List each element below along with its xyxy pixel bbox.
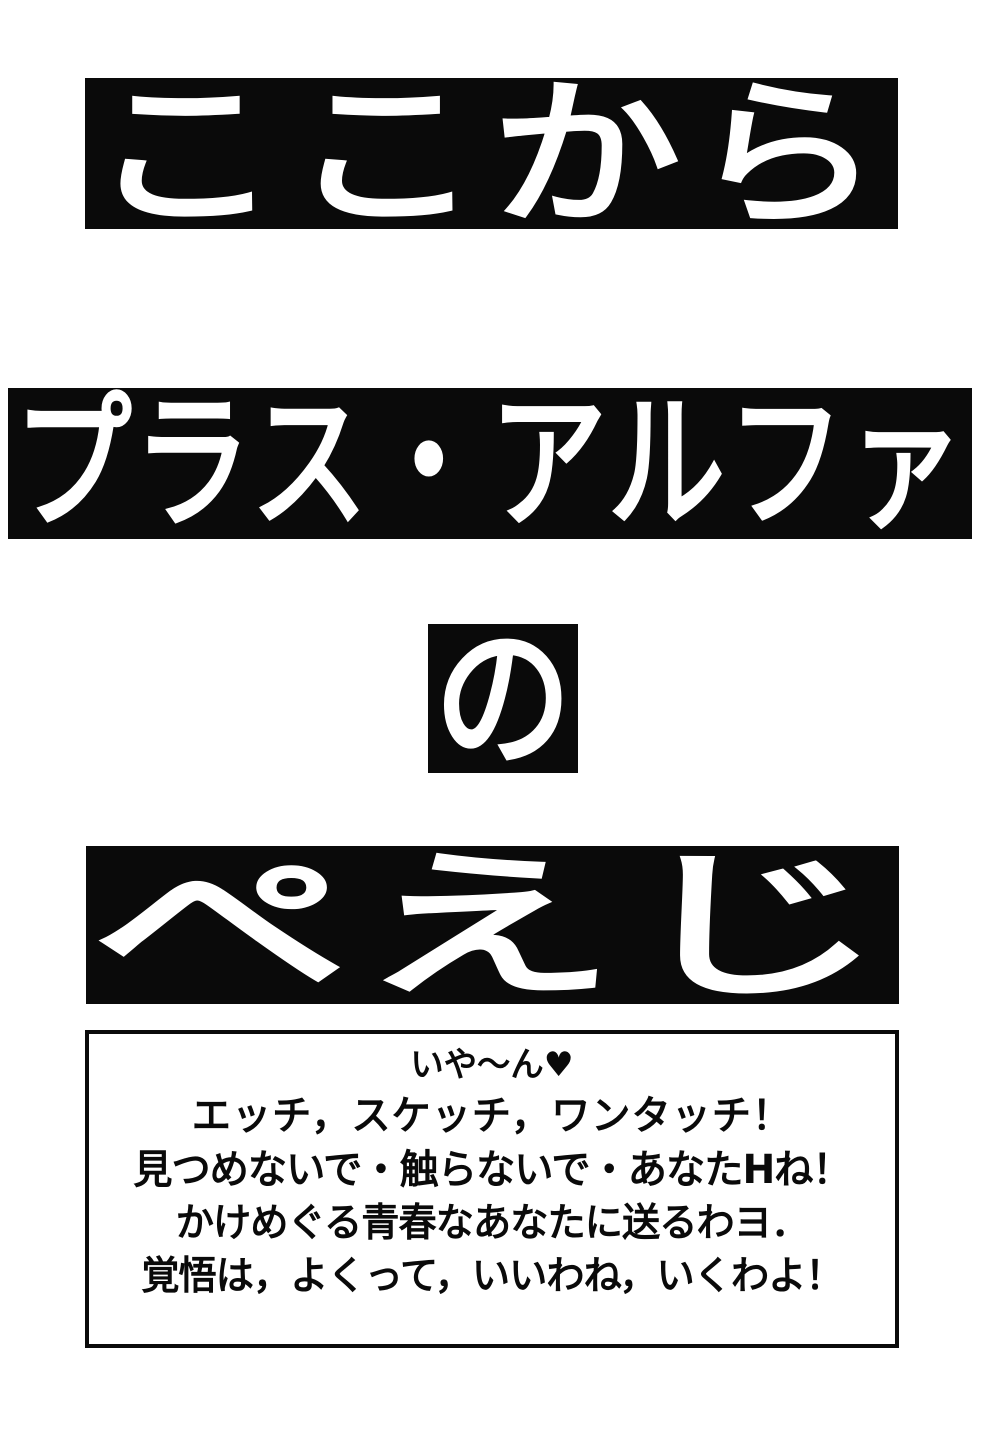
title-band-no-text: の [434,624,573,773]
title-band-plus-alpha-text: プラス・アルファ [14,388,966,539]
title-band-no: の [428,624,578,773]
title-band-peeji-text: ぺえじ [91,846,893,1004]
title-band-kokokara: ここから [85,78,898,229]
caption-line-5: 覚悟は，よくって，いいわね，いくわよ！ [141,1254,844,1299]
title-band-peeji: ぺえじ [86,846,899,1004]
caption-line-4: かけめぐる青春なあなたに送るわヨ． [175,1201,809,1246]
caption-line-2: エッチ，スケッチ，ワンタッチ！ [191,1093,793,1139]
caption-line-1: いや～ん♥ [410,1045,574,1085]
title-band-plus-alpha: プラス・アルファ [8,388,972,539]
title-band-kokokara-text: ここから [90,78,893,229]
caption-box: いや～ん♥ エッチ，スケッチ，ワンタッチ！ 見つめないで・触らないで・あなたHね… [85,1030,899,1348]
caption-line-3: 見つめないで・触らないで・あなたHね！ [133,1147,852,1193]
